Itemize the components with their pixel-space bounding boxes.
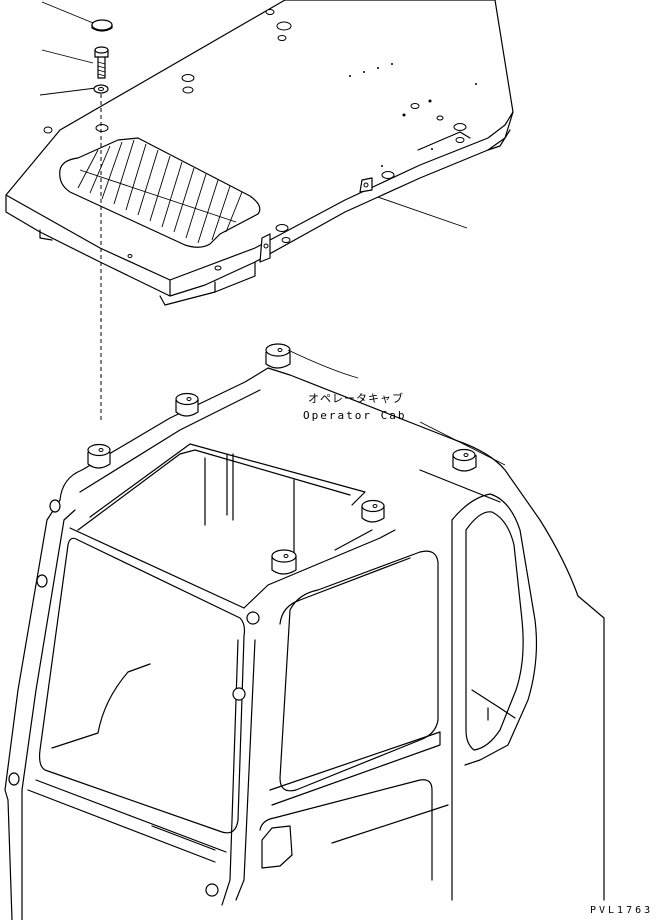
cap-part [91,19,113,32]
cab-boss [175,392,199,417]
cab-mount-bosses [87,343,477,575]
cab-bolt-heads [8,499,260,897]
cab-boss [271,549,297,575]
roof-mounting-holes [43,9,467,271]
cab-boss [452,448,477,472]
bolt-part [94,46,109,79]
figure-id: PVL1763 [590,905,654,916]
roof-guard [5,0,514,306]
operator-cab [4,367,605,920]
cab-label-english: Operator Cab [303,409,407,422]
grille-slats [77,139,243,244]
roof-dots [349,63,477,167]
cab-boss [87,443,111,469]
callout-leaders-cab [287,349,506,466]
cab-label-japanese: オペレータキャブ [308,392,404,405]
cab-boss [265,343,291,369]
washer-part [93,84,109,94]
callout-leaders-top [39,1,468,229]
cab-boss [361,499,385,523]
